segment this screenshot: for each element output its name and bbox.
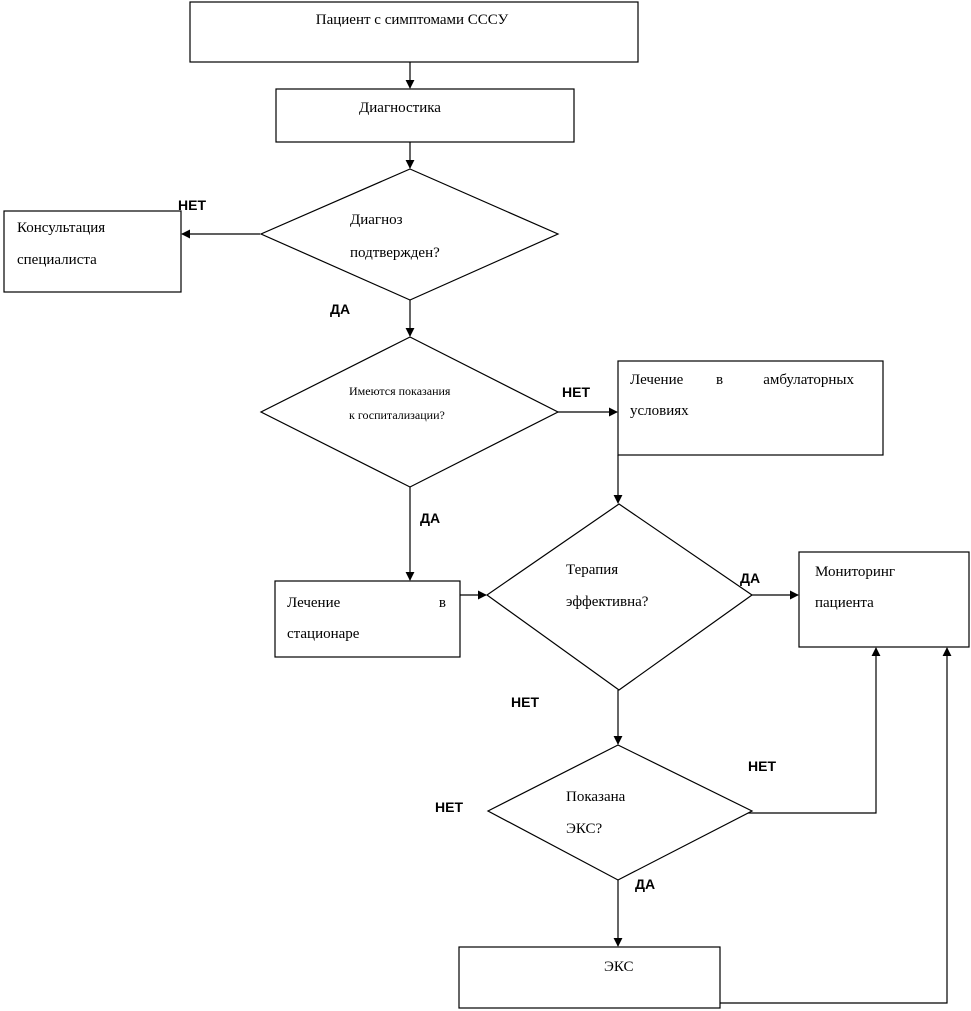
- outpatient-word-2: в: [716, 372, 723, 388]
- monitoring-node: Мониторинг пациента: [798, 551, 970, 648]
- hospitalization-line1: Имеются показания: [349, 384, 451, 398]
- specialist-line2: специалиста: [17, 252, 97, 268]
- outpatient-node: Лечение в амбулаторных условиях: [617, 360, 884, 456]
- inpatient-line2: стационаре: [287, 626, 360, 642]
- label-eks-no-left: НЕТ: [435, 799, 463, 815]
- diagnosis-decision-line2: подтвержден?: [350, 245, 440, 261]
- label-therapy-yes: ДА: [740, 570, 760, 586]
- label-eks-no-right: НЕТ: [748, 758, 776, 774]
- inpatient-word-2: в: [439, 595, 446, 611]
- therapy-line2: эффективна?: [566, 594, 649, 610]
- hospitalization-decision: Имеются показания к госпитализации?: [259, 336, 560, 488]
- eks-node: ЭКС: [458, 946, 721, 1009]
- eks-text: ЭКС: [604, 959, 634, 975]
- diagnosis-decision: Диагноз подтвержден?: [259, 168, 560, 301]
- monitoring-line2: пациента: [815, 595, 874, 611]
- eks-decision: Показана ЭКС?: [486, 744, 754, 881]
- label-hospitalization-no: НЕТ: [562, 384, 590, 400]
- outpatient-word-3: амбулаторных: [763, 372, 854, 388]
- therapy-line1: Терапия: [566, 562, 618, 578]
- therapy-decision: Терапия эффективна?: [485, 503, 754, 691]
- eks-decision-line1: Показана: [566, 789, 626, 805]
- label-hospitalization-yes: ДА: [420, 510, 440, 526]
- label-eks-yes: ДА: [635, 876, 655, 892]
- connectors: [181, 62, 952, 1004]
- edge-labels: НЕТ ДА НЕТ ДА ДА НЕТ НЕТ НЕТ ДА: [178, 197, 776, 892]
- start-node: Пациент с симптомами СССУ: [189, 1, 639, 63]
- label-diagnosis-no: НЕТ: [178, 197, 206, 213]
- arrow-eks-to-monitoring: [720, 647, 952, 1004]
- monitoring-line1: Мониторинг: [815, 564, 895, 580]
- diagnostics-text: Диагностика: [359, 100, 441, 116]
- inpatient-node: Лечение в стационаре: [274, 580, 461, 658]
- inpatient-word-1: Лечение: [287, 595, 341, 611]
- specialist-line1: Консультация: [17, 220, 105, 236]
- hospitalization-line2: к госпитализации?: [349, 408, 445, 422]
- diagnosis-decision-line1: Диагноз: [350, 212, 403, 228]
- outpatient-line2: условиях: [630, 403, 689, 419]
- start-text: Пациент с симптомами СССУ: [316, 12, 509, 28]
- arrow-eks-no-to-monitoring: [745, 647, 881, 814]
- diagnostics-node: Диагностика: [275, 88, 575, 143]
- label-diagnosis-yes: ДА: [330, 301, 350, 317]
- specialist-node: Консультация специалиста: [3, 210, 182, 293]
- eks-decision-line2: ЭКС?: [566, 821, 603, 837]
- label-therapy-no: НЕТ: [511, 694, 539, 710]
- outpatient-word-1: Лечение: [630, 372, 684, 388]
